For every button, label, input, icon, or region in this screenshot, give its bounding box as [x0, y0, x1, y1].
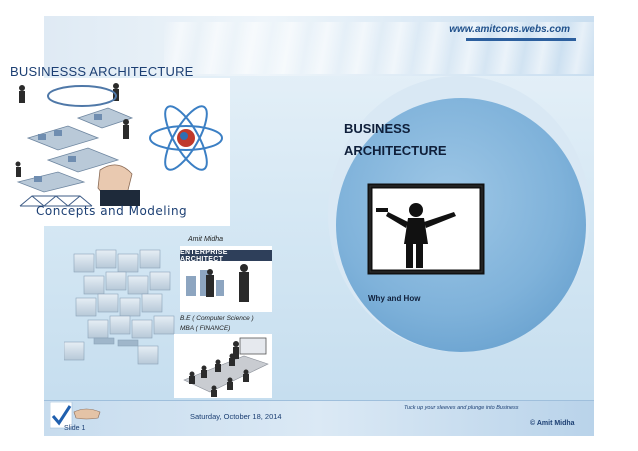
main-title: BUSINESSS ARCHITECTURE — [10, 64, 194, 79]
website-underline — [466, 38, 576, 41]
degree-info: B.E ( Computer Science ) MBA ( FINANCE) — [180, 314, 254, 334]
ea-banner: ENTERPRISE ARCHITECT — [180, 249, 272, 263]
business-collage-image — [8, 78, 230, 226]
degree-line-2: MBA ( FINANCE) — [180, 325, 231, 332]
circle-title: BUSINESS ARCHITECTURE — [344, 118, 447, 162]
enterprise-architect-image: ENTERPRISE ARCHITECT — [180, 246, 272, 312]
copyright-notice: © Amit Midha — [530, 420, 575, 427]
cube-stack-image — [63, 246, 182, 372]
circle-caption: Why and How — [368, 294, 421, 303]
circle-title-line-2: ARCHITECTURE — [344, 143, 447, 158]
footer-tagline: Tuck up your sleeves and plunge into Bus… — [404, 405, 519, 411]
degree-line-1: B.E ( Computer Science ) — [180, 315, 254, 322]
slide-number: Slide 1 — [64, 425, 86, 432]
circle-title-line-1: BUSINESS — [344, 121, 411, 136]
meeting-room-image — [174, 334, 272, 398]
atom-icon — [149, 105, 223, 171]
author-name: Amit Midha — [188, 236, 224, 243]
concepts-subtitle: Concepts and Modeling — [36, 204, 188, 218]
website-url[interactable]: www.amitcons.webs.com — [449, 24, 570, 35]
footer-bar — [44, 400, 594, 436]
presenter-board-image — [358, 182, 490, 284]
slide-date: Saturday, October 18, 2014 — [190, 412, 282, 421]
checkmark-logo-icon — [49, 401, 102, 430]
header-decoration — [164, 22, 594, 74]
